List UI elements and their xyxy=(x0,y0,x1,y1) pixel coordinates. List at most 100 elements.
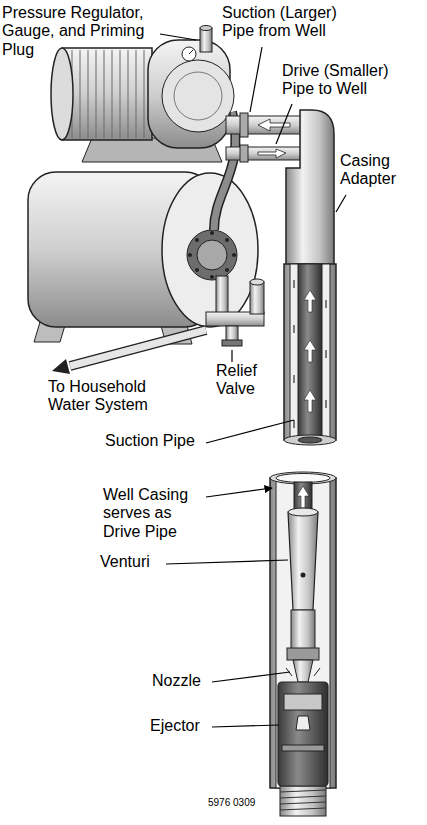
nozzle xyxy=(291,610,315,650)
jet-pump xyxy=(120,50,121,138)
pressure-gauge xyxy=(189,50,193,54)
household-arrow xyxy=(52,330,206,374)
nozzle xyxy=(287,648,319,660)
venturi xyxy=(288,512,318,610)
leader-lines xyxy=(160,34,196,40)
well-casing-upper xyxy=(325,300,327,308)
well-casing-lower xyxy=(276,474,330,483)
leader-lines xyxy=(206,488,272,497)
pressure-tank xyxy=(232,253,236,257)
tank-outlet-piping xyxy=(250,279,264,285)
well-casing-lower xyxy=(270,472,336,816)
well-casing-upper xyxy=(290,264,330,440)
jet-pump xyxy=(136,50,137,138)
ejector xyxy=(284,694,322,710)
part-label: Ejector xyxy=(150,717,220,735)
venturi xyxy=(288,482,318,610)
well-casing-upper xyxy=(293,375,295,383)
nozzle xyxy=(314,668,320,676)
pump-pipes xyxy=(226,147,302,160)
part-label: Pressure Regulator, Gauge, and Priming P… xyxy=(2,4,167,59)
well-casing-upper xyxy=(298,437,322,443)
pressure-tank xyxy=(162,173,258,327)
well-casing-lower xyxy=(270,478,336,788)
well-casing-upper xyxy=(293,280,295,288)
ejector xyxy=(296,716,310,730)
well-casing-lower xyxy=(280,786,326,816)
jet-pump xyxy=(174,72,222,120)
pressure-tank xyxy=(197,240,227,270)
pressure-tank xyxy=(188,231,236,279)
well-casing-lower xyxy=(280,790,326,792)
pressure-tank xyxy=(210,231,214,235)
well-casing-upper xyxy=(304,390,316,412)
figure-number: 5976 0309 xyxy=(208,797,278,809)
part-label: Drive (Smaller) Pipe to Well xyxy=(282,62,412,99)
well-casing-lower xyxy=(280,790,326,810)
jet-pump xyxy=(72,50,144,138)
pressure-tank xyxy=(195,268,199,272)
tank-outlet-piping xyxy=(250,282,264,314)
venturi xyxy=(301,573,306,578)
pump-pipes xyxy=(226,113,302,162)
household-arrow xyxy=(52,359,70,374)
well-casing-upper xyxy=(284,435,336,445)
ejector xyxy=(278,682,328,786)
pressure-gauge xyxy=(182,47,196,61)
ejector xyxy=(282,745,324,751)
pressure-tank xyxy=(210,275,214,279)
jet-pump xyxy=(51,48,73,140)
well-casing-upper xyxy=(284,264,336,445)
well-casing-upper xyxy=(298,264,322,440)
pressure-tank xyxy=(225,238,229,242)
jet-pump xyxy=(162,60,234,132)
jet-pump xyxy=(80,50,81,138)
part-label: Relief Valve xyxy=(216,362,274,399)
pump-pipes xyxy=(226,116,302,134)
venturi xyxy=(297,486,309,508)
jet-pump xyxy=(144,50,145,138)
well-casing-upper xyxy=(294,280,326,428)
pressure-tank xyxy=(187,230,237,280)
jet-pump xyxy=(62,48,152,140)
well-casing-upper xyxy=(293,325,295,333)
well-casing-upper xyxy=(325,350,327,358)
part-label: Well Casing serves as Drive Pipe xyxy=(103,486,203,541)
leader-lines xyxy=(212,725,279,727)
nozzle xyxy=(293,660,313,682)
well-casing-lower xyxy=(276,478,330,788)
relief-valve xyxy=(222,340,242,346)
jet-pump xyxy=(104,50,105,138)
pressure-tank xyxy=(225,268,229,272)
ejector xyxy=(278,682,328,786)
leader-lines xyxy=(166,560,288,564)
pump-pipes xyxy=(240,113,248,137)
part-label: Suction Pipe xyxy=(105,432,215,450)
pump-pipes xyxy=(258,149,286,158)
part-label: Casing Adapter xyxy=(340,152,418,189)
pressure-tank xyxy=(195,238,199,242)
pressure-regulator xyxy=(200,28,212,52)
pressure-regulator xyxy=(200,26,212,31)
leader-lines xyxy=(336,195,346,212)
venturi xyxy=(288,508,318,516)
leader-lines xyxy=(212,672,290,682)
household-arrow xyxy=(70,330,206,366)
leader-lines xyxy=(206,420,294,443)
household-arrow xyxy=(70,330,206,366)
well-casing-upper xyxy=(304,290,316,312)
well-casing-lower xyxy=(280,796,326,798)
well-casing-upper xyxy=(293,420,295,428)
leader-lines xyxy=(250,47,262,112)
jet-pump xyxy=(96,50,97,138)
jet-pump xyxy=(51,26,234,163)
part-label: Venturi xyxy=(100,553,180,571)
nozzle xyxy=(286,610,320,682)
tank-outlet-piping xyxy=(206,276,264,346)
well-casing-upper xyxy=(284,264,336,440)
leader-lines xyxy=(276,104,292,144)
part-label: Nozzle xyxy=(152,672,222,690)
jet-pump xyxy=(88,50,89,138)
jet-pump xyxy=(128,50,129,138)
